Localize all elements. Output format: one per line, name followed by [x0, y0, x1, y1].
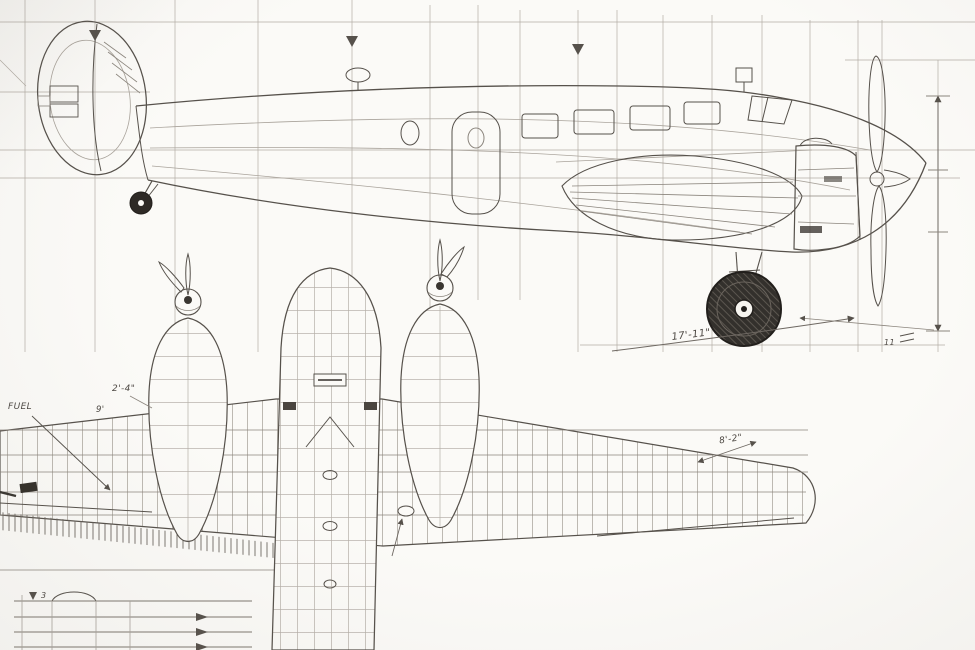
cabin-windows-side	[345, 67, 793, 215]
landing-gear-side	[706, 251, 782, 347]
prop-hub	[869, 171, 885, 187]
left-prop-blade	[158, 260, 185, 293]
tick-arrow-icon	[572, 44, 584, 55]
right-nacelle-plan	[400, 238, 480, 529]
flap-dense-hatch	[0, 512, 274, 558]
exhaust-dark-mark	[800, 226, 822, 233]
cabin-window-plan	[283, 402, 296, 410]
prop-spinner	[883, 169, 911, 188]
propeller-side	[868, 55, 911, 307]
prop-blade-upper	[868, 55, 886, 173]
door-window	[467, 127, 485, 149]
inset-number: 3	[41, 591, 47, 600]
fuel-filler-mark	[19, 481, 38, 494]
cabin-window-plan	[364, 402, 377, 410]
cabin-window	[683, 101, 721, 125]
wing-access-oval	[397, 505, 415, 517]
porthole-window	[400, 120, 420, 146]
fuel-leader-arrow	[31, 415, 111, 491]
inspection-hatch	[322, 470, 338, 480]
tip-dark-mark	[0, 490, 17, 498]
dimension-label-nacelle: 2'-4"	[112, 384, 135, 394]
fairing-fan-lines	[569, 181, 799, 235]
fuel-label: FUEL	[8, 402, 32, 412]
inspection-hatch	[322, 521, 338, 531]
rudder-hinge-line	[92, 23, 102, 172]
oval-leader-line	[391, 518, 404, 557]
aileron-line-right	[596, 517, 795, 537]
cabin-window	[521, 113, 559, 139]
right-prop-blade	[440, 245, 465, 278]
loop-antenna	[345, 67, 371, 83]
adf-antenna-box	[735, 67, 753, 83]
right-prop-hub	[436, 282, 444, 290]
fin-trim-tab	[49, 85, 79, 103]
fuselage-plan	[271, 267, 382, 650]
dimension-label-gear-span: 17'-11"	[671, 327, 711, 343]
dimension-label-tip: 8'-2"	[719, 433, 744, 447]
fuselage-side	[135, 84, 927, 253]
wing-spar-lines	[0, 429, 808, 571]
cabin-door	[451, 111, 501, 215]
fin-hatching	[103, 41, 141, 94]
main-wheel-rim	[716, 281, 772, 337]
left-prop-blade	[185, 252, 191, 296]
fin-trim-tab	[49, 103, 79, 118]
margin-number: 11	[884, 338, 895, 347]
tailwheel-hub	[138, 200, 144, 206]
aileron-line-left	[0, 502, 153, 513]
tip-dim-line	[697, 440, 757, 464]
down-arrow-icon	[29, 592, 37, 600]
prop-blade-lower	[870, 185, 887, 307]
nacelle-dim-leader	[129, 395, 153, 409]
dimension-label-root: 9'	[96, 405, 105, 415]
cowl-dark-mark	[824, 176, 842, 182]
gear-span-dim-line	[611, 315, 855, 352]
right-arrow-icon	[196, 613, 208, 621]
inset-detail: 3	[14, 591, 252, 650]
cabin-window	[573, 109, 615, 135]
wheel-leader-line	[799, 315, 935, 331]
top-view: FUEL 2'-4" 9' 8'-2"	[0, 238, 816, 650]
left-prop-hub	[184, 296, 192, 304]
tailwheel	[129, 180, 159, 215]
tick-arrow-icon	[89, 30, 101, 41]
inspection-hatch	[323, 579, 337, 589]
fin-detail-box	[37, 95, 51, 107]
right-prop-blade	[437, 238, 443, 282]
construction-grid	[0, 0, 975, 352]
blister-bump	[51, 591, 97, 602]
axle-dot	[741, 306, 747, 312]
engine-cowling-side	[793, 137, 861, 251]
right-arrow-icon	[196, 643, 208, 650]
windshield-side	[747, 95, 793, 125]
tail-fin	[36, 20, 148, 176]
right-arrow-icon	[196, 628, 208, 636]
windshield-plan	[305, 416, 355, 448]
left-nacelle-plan	[148, 252, 228, 543]
dimension-lines-side: 17'-11" 11	[611, 95, 950, 352]
side-view: 17'-11" 11	[36, 20, 950, 352]
cabin-window	[629, 105, 671, 131]
tick-arrow-icon	[346, 36, 358, 47]
wing-root-fairing-side	[555, 149, 813, 241]
